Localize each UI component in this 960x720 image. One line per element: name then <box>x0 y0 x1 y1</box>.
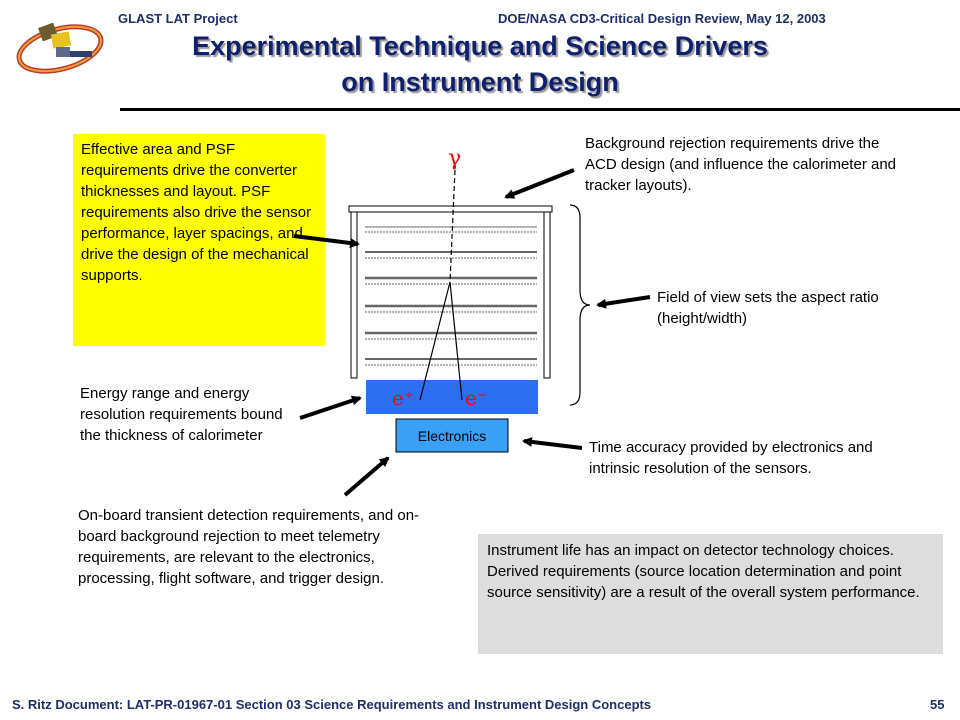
footer-document: S. Ritz Document: LAT-PR-01967-01 Sectio… <box>12 697 652 712</box>
project-name: GLAST LAT Project <box>118 11 238 26</box>
slide-title-line1: Experimental Technique and Science Drive… <box>192 31 768 61</box>
onboard-note: On-board transient detection requirement… <box>78 507 420 587</box>
page-number: 55 <box>930 697 945 712</box>
electronics-box <box>395 418 509 453</box>
background-rejection-note: Background rejection requirements drive … <box>585 135 897 194</box>
effective-area-note: Effective area and PSF requirements driv… <box>73 134 325 346</box>
onboard-arrow <box>343 456 390 497</box>
electron-label: e⁻ <box>465 386 487 410</box>
acd-frame <box>348 205 553 379</box>
energy-range-note: Energy range and energy resolution requi… <box>80 385 283 444</box>
tracker-layers <box>365 226 537 366</box>
positron-label: e⁺ <box>392 386 414 410</box>
instrument-life-text: Instrument life has an impact on detecto… <box>487 542 894 559</box>
time-accuracy-arrow <box>522 436 583 450</box>
field-of-view-note: Field of view sets the aspect ratio (hei… <box>657 289 879 327</box>
slide-title-line2: on Instrument Design <box>341 67 619 97</box>
effective-area-arrow <box>293 234 360 248</box>
background-rejection-arrow <box>504 168 575 199</box>
effective-area-text: Effective area and PSF requirements driv… <box>81 141 312 284</box>
calorimeter <box>366 380 538 414</box>
glast-logo <box>16 22 104 74</box>
title-rule <box>120 108 960 111</box>
instrument-life-box: Instrument life has an impact on detecto… <box>478 534 943 654</box>
field-of-view-brace <box>569 204 591 406</box>
field-of-view-arrow <box>596 295 651 309</box>
positron-track <box>419 281 451 401</box>
energy-range-arrow <box>299 395 362 420</box>
review-name: DOE/NASA CD3-Critical Design Review, May… <box>498 11 826 26</box>
derived-requirements-text: Derived requirements (source location de… <box>487 563 920 601</box>
electronics-label: Electronics <box>418 428 486 444</box>
annotation-arrows <box>293 168 651 497</box>
time-accuracy-note: Time accuracy provided by electronics an… <box>589 439 873 477</box>
photon-track <box>449 169 456 283</box>
gamma-symbol: γ <box>448 146 461 171</box>
electron-track <box>449 281 463 401</box>
